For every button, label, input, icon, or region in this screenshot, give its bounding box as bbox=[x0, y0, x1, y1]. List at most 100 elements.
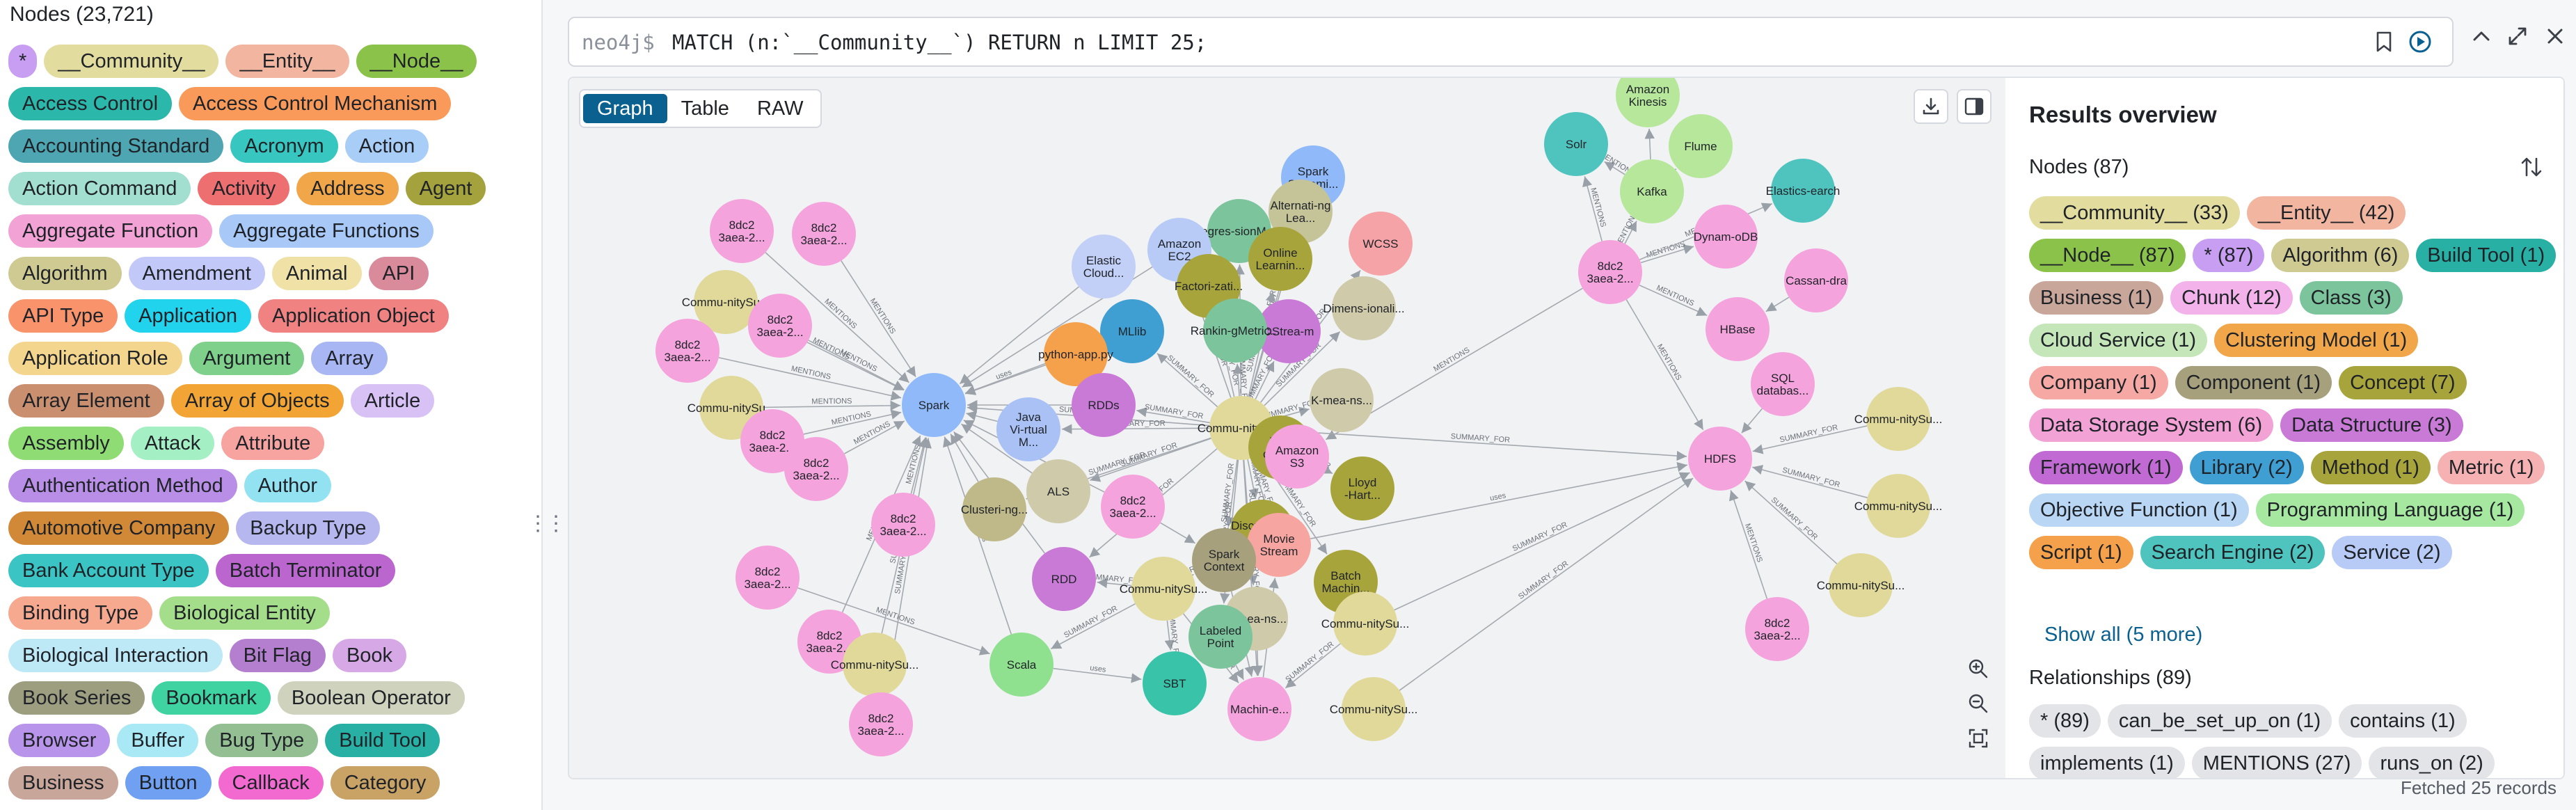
graph-edge[interactable] bbox=[763, 400, 901, 411]
graph-node-circle[interactable] bbox=[1745, 597, 1809, 661]
node-label-chip[interactable]: Argument bbox=[189, 342, 305, 375]
result-node-label-chip[interactable]: Method (1) bbox=[2310, 451, 2431, 484]
result-node-label-chip[interactable]: Component (1) bbox=[2175, 366, 2332, 399]
graph-edge[interactable] bbox=[1285, 643, 1341, 689]
node-label-chip[interactable]: Bug Type bbox=[205, 724, 319, 757]
graph-node[interactable]: HBase bbox=[1706, 297, 1770, 361]
result-node-label-chip[interactable]: Concept (7) bbox=[2339, 366, 2467, 399]
graph-node[interactable]: MLlib bbox=[1100, 299, 1164, 363]
graph-node[interactable]: RDD bbox=[1032, 547, 1096, 611]
node-label-chip[interactable]: Application Role bbox=[8, 342, 182, 375]
graph-node-circle[interactable] bbox=[989, 633, 1054, 697]
graph-node-circle[interactable] bbox=[849, 692, 913, 756]
graph-node-circle[interactable] bbox=[871, 493, 935, 557]
graph-node[interactable]: python-app.py bbox=[1038, 322, 1113, 386]
relationship-type-chip[interactable]: can_be_set_up_on (1) bbox=[2107, 704, 2332, 738]
graph-edge[interactable] bbox=[959, 286, 1079, 385]
graph-node-circle[interactable] bbox=[1866, 474, 1930, 538]
node-label-chip[interactable]: Automotive Company bbox=[8, 511, 230, 545]
node-label-chip[interactable]: Array of Objects bbox=[170, 384, 344, 418]
graph-edge[interactable] bbox=[1225, 459, 1238, 527]
node-label-chip[interactable]: Book Series bbox=[8, 681, 145, 715]
close-icon[interactable] bbox=[2540, 21, 2570, 51]
result-node-label-chip[interactable]: __Node__ (87) bbox=[2029, 239, 2186, 272]
graph-edge[interactable] bbox=[1232, 363, 1243, 397]
graph-edge[interactable] bbox=[1741, 408, 1763, 434]
graph-node[interactable]: Solr bbox=[1544, 112, 1608, 176]
query-text[interactable]: MATCH (n:`__Community__`) RETURN n LIMIT… bbox=[672, 31, 1207, 54]
graph-node-circle[interactable] bbox=[655, 319, 719, 383]
graph-edge[interactable] bbox=[1136, 407, 1210, 424]
node-label-chip[interactable]: __Node__ bbox=[356, 45, 477, 78]
node-label-chip[interactable]: Build Tool bbox=[325, 724, 440, 757]
graph-edge[interactable] bbox=[1625, 299, 1704, 431]
tab-graph[interactable]: Graph bbox=[583, 94, 667, 123]
graph-node[interactable]: SBT bbox=[1143, 651, 1207, 715]
toggle-panel-icon[interactable] bbox=[1957, 89, 1991, 124]
result-node-label-chip[interactable]: Objective Function (1) bbox=[2029, 493, 2249, 527]
relationship-type-chip[interactable]: * (89) bbox=[2029, 704, 2101, 738]
graph-edge[interactable] bbox=[1644, 128, 1655, 160]
graph-node-circle[interactable] bbox=[843, 633, 907, 697]
graph-node-circle[interactable] bbox=[1332, 276, 1396, 340]
graph-node-circle[interactable] bbox=[1578, 240, 1642, 304]
result-node-label-chip[interactable]: * (87) bbox=[2193, 239, 2265, 272]
result-node-label-chip[interactable]: Library (2) bbox=[2189, 451, 2304, 484]
result-node-label-chip[interactable]: Framework (1) bbox=[2029, 451, 2183, 484]
node-label-chip[interactable]: Biological Interaction bbox=[8, 639, 223, 672]
relationship-type-chip[interactable]: implements (1) bbox=[2029, 747, 2185, 778]
result-node-label-chip[interactable]: Class (3) bbox=[2299, 281, 2403, 315]
show-all-link[interactable]: Show all (5 more) bbox=[2044, 624, 2203, 646]
graph-node[interactable]: Dynam-oDB bbox=[1694, 205, 1758, 269]
node-label-chip[interactable]: Biological Entity bbox=[159, 596, 330, 630]
graph-node[interactable]: Commu-nitySu... bbox=[682, 270, 770, 334]
graph-node[interactable]: Commu-nitySu... bbox=[1321, 591, 1410, 656]
node-label-chip[interactable]: Business bbox=[8, 766, 118, 800]
graph-edge[interactable] bbox=[1765, 296, 1790, 312]
graph-node[interactable]: K-mea-ns... bbox=[1310, 368, 1374, 432]
graph-node[interactable]: Rankin-gMetric... bbox=[1191, 299, 1280, 363]
graph-node[interactable]: Dimens-ionali... bbox=[1323, 276, 1405, 340]
node-label-chip[interactable]: Animal bbox=[271, 257, 362, 290]
graph-edge[interactable] bbox=[1752, 425, 1868, 454]
node-label-chip[interactable]: Button bbox=[125, 766, 212, 800]
query-editor[interactable]: neo4j$ MATCH (n:`__Community__`) RETURN … bbox=[568, 17, 2454, 67]
result-node-label-chip[interactable]: Data Storage System (6) bbox=[2029, 408, 2274, 442]
graph-edge[interactable] bbox=[1164, 620, 1175, 651]
node-label-chip[interactable]: * bbox=[8, 45, 38, 78]
node-label-chip[interactable]: Address bbox=[296, 172, 399, 205]
node-label-chip[interactable]: API bbox=[368, 257, 429, 290]
node-label-chip[interactable]: Backup Type bbox=[236, 511, 381, 545]
node-label-chip[interactable]: Acronym bbox=[230, 129, 338, 163]
node-label-chip[interactable]: Assembly bbox=[8, 427, 124, 460]
graph-node-circle[interactable] bbox=[792, 202, 856, 266]
graph-node-circle[interactable] bbox=[1044, 322, 1108, 386]
node-label-chip[interactable]: Application Object bbox=[258, 299, 449, 333]
graph-edge[interactable] bbox=[1050, 603, 1136, 650]
node-label-chip[interactable]: Bit Flag bbox=[229, 639, 326, 672]
node-label-chip[interactable]: Bank Account Type bbox=[8, 554, 209, 587]
graph-node-circle[interactable] bbox=[962, 477, 1026, 541]
graph-edge[interactable] bbox=[1604, 161, 1625, 175]
download-icon[interactable] bbox=[1914, 89, 1948, 124]
graph-node-circle[interactable] bbox=[1072, 235, 1136, 299]
graph-edge[interactable] bbox=[797, 587, 990, 656]
graph-edge[interactable] bbox=[1639, 285, 1708, 317]
bookmark-icon[interactable] bbox=[2370, 28, 2398, 56]
graph-node-circle[interactable] bbox=[1247, 513, 1311, 577]
node-label-chip[interactable]: Application bbox=[125, 299, 252, 333]
graph-node-circle[interactable] bbox=[1330, 456, 1394, 521]
graph-node-circle[interactable] bbox=[784, 437, 848, 501]
graph-node-circle[interactable] bbox=[1310, 368, 1374, 432]
graph-node[interactable]: Commu-nitySu... bbox=[1854, 387, 1943, 451]
graph-edge[interactable] bbox=[1097, 578, 1132, 589]
graph-node-circle[interactable] bbox=[710, 199, 774, 263]
